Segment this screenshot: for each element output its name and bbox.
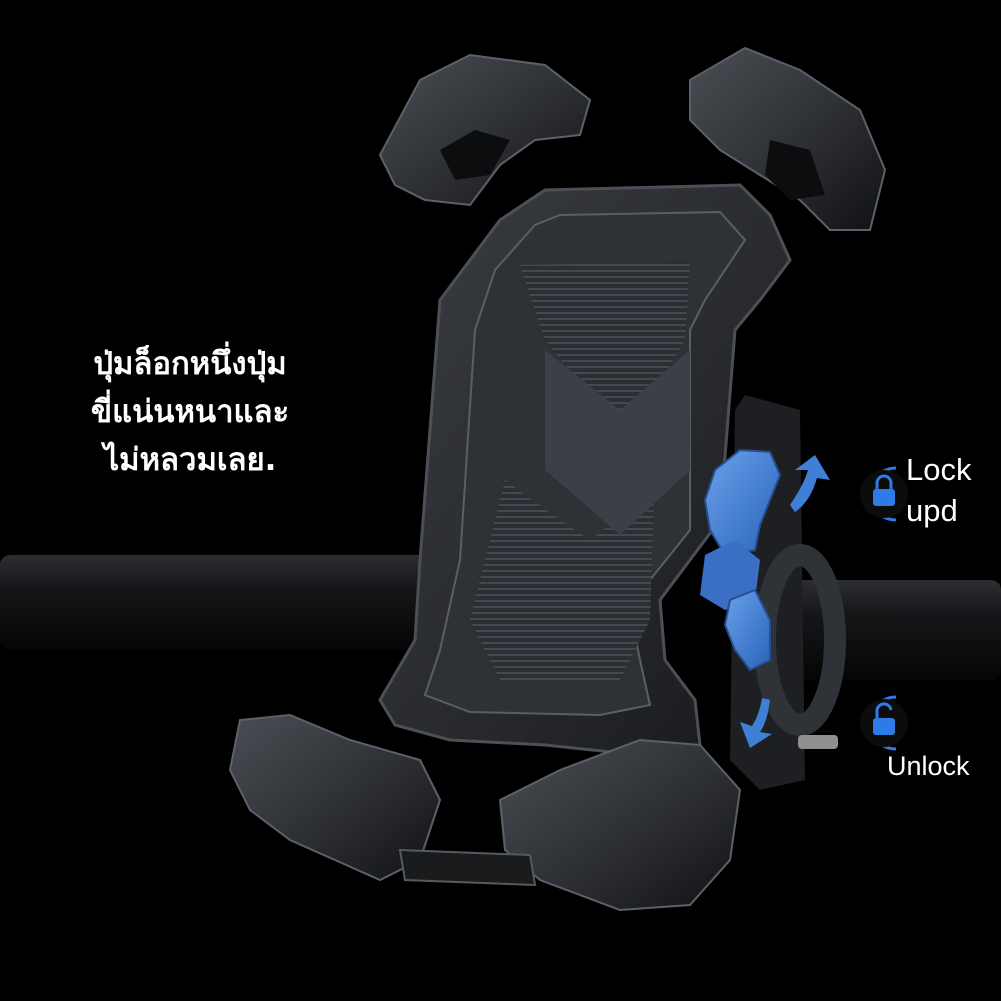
arrow-up-icon (790, 455, 830, 512)
feature-caption: ปุ่มล็อกหนึ่งปุ่ม ขี่แน่นหนาและ ไม่หลวมเ… (40, 340, 340, 484)
caption-line-2: ขี่แน่นหนาและ (90, 394, 290, 430)
lock-label-line-2: upd (906, 493, 958, 528)
bottom-right-claw (498, 738, 742, 912)
lock-lever-top (703, 448, 782, 557)
handlebar-left (0, 555, 470, 650)
bottom-channel (398, 848, 537, 887)
caption-line-1: ปุ่มล็อกหนึ่งปุ่ม (93, 346, 287, 382)
top-right-claw (689, 46, 887, 231)
lock-label-line-1: Lock (906, 452, 972, 487)
grip-pattern-bottom (470, 470, 655, 680)
unlock-label: Unlock (887, 751, 970, 781)
center-diamond (545, 350, 690, 535)
top-right-claw-shadow (765, 140, 825, 200)
padlock-open-icon (860, 695, 908, 751)
bottom-left-claw (228, 713, 442, 882)
clamp-screw (798, 735, 838, 749)
lock-lever-bottom (723, 588, 771, 672)
top-left-claw-shadow (440, 130, 510, 180)
lock-lever-stem (700, 540, 760, 610)
top-left-claw (378, 53, 592, 207)
caption-line-3: ไม่หลวมเลย. (103, 442, 277, 478)
padlock-closed-icon (860, 466, 908, 522)
arrow-down-icon (740, 698, 772, 748)
handlebar-right (760, 580, 1001, 680)
grip-pattern-top (520, 262, 690, 410)
